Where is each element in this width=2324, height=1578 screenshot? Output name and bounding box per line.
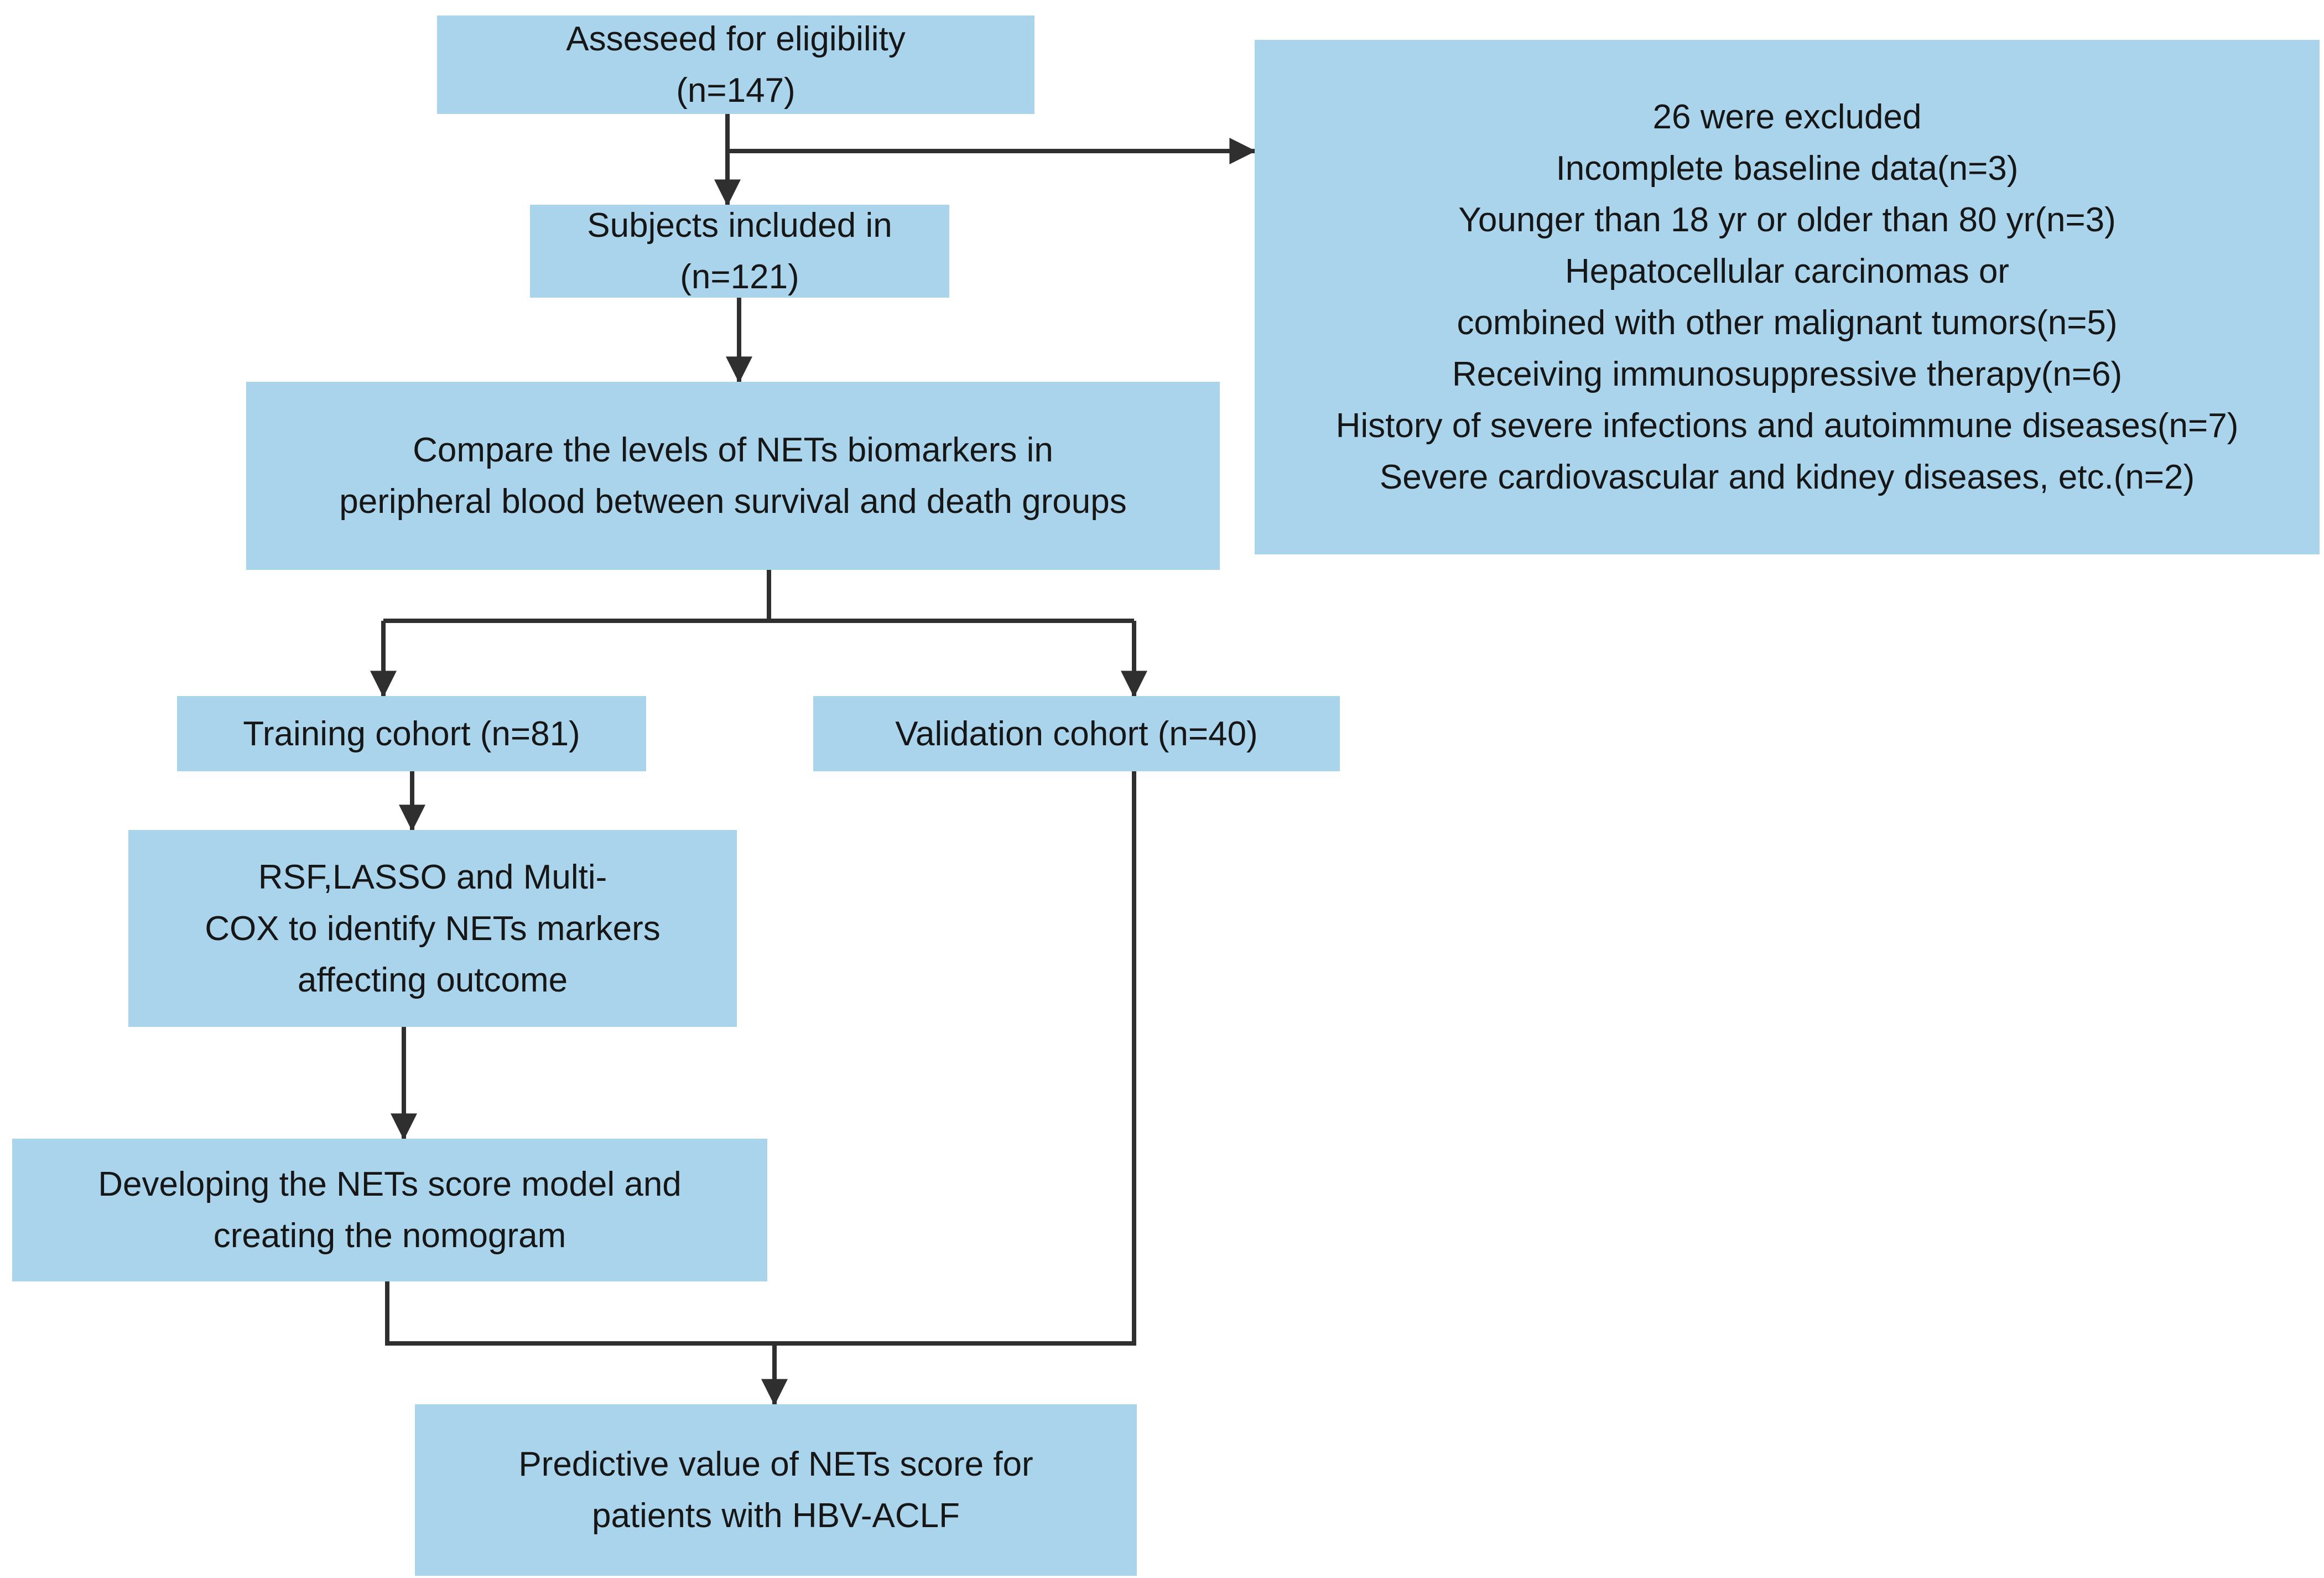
node-validation-cohort: Validation cohort (n=40) — [813, 696, 1340, 771]
text-line: creating the nomogram — [213, 1217, 566, 1255]
node-developing-nets-score: Developing the NETs score model and crea… — [12, 1139, 767, 1281]
text-line: Severe cardiovascular and kidney disease… — [1379, 458, 2195, 496]
text-line: Younger than 18 yr or older than 80 yr(n… — [1458, 201, 2116, 239]
text-line: Compare the levels of NETs biomarkers in — [413, 431, 1053, 469]
text-line: Incomplete baseline data(n=3) — [1556, 149, 2019, 188]
text-line: Developing the NETs score model and — [98, 1165, 682, 1203]
text-line: RSF,LASSO and Multi- — [258, 858, 607, 896]
node-compare-nets-biomarkers: Compare the levels of NETs biomarkers in… — [246, 382, 1220, 570]
text-line: History of severe infections and autoimm… — [1335, 407, 2239, 445]
node-assessed-for-eligibility: Asseseed for eligibility (n=147) — [437, 15, 1034, 114]
text-line: Subjects included in — [587, 206, 892, 245]
text-line: Predictive value of NETs score for — [518, 1445, 1033, 1483]
text-line: Training cohort (n=81) — [243, 714, 580, 753]
text-line: (n=147) — [676, 71, 796, 110]
text-line: patients with HBV-ACLF — [591, 1497, 960, 1535]
text-line: Hepatocellular carcinomas or — [1565, 252, 2009, 290]
node-excluded: 26 were excluded Incomplete baseline dat… — [1255, 40, 2320, 554]
text-line: peripheral blood between survival and de… — [339, 482, 1127, 521]
text-line: affecting outcome — [297, 961, 568, 999]
node-rsf-lasso-multicox: RSF,LASSO and Multi- COX to identify NET… — [128, 830, 737, 1027]
text-line: COX to identify NETs markers — [205, 909, 661, 948]
text-line: (n=121) — [680, 258, 799, 296]
text-line: 26 were excluded — [1652, 98, 1922, 136]
text-line: Asseseed for eligibility — [566, 20, 906, 58]
text-line: Receiving immunosuppressive therapy(n=6) — [1452, 355, 2123, 393]
text-line: combined with other malignant tumors(n=5… — [1457, 304, 2118, 342]
node-training-cohort: Training cohort (n=81) — [177, 696, 646, 771]
node-subjects-included: Subjects included in (n=121) — [530, 205, 949, 298]
text-line: Validation cohort (n=40) — [895, 714, 1258, 753]
merge-line-developing-validation — [385, 771, 1136, 1346]
node-predictive-value: Predictive value of NETs score for patie… — [415, 1404, 1137, 1576]
